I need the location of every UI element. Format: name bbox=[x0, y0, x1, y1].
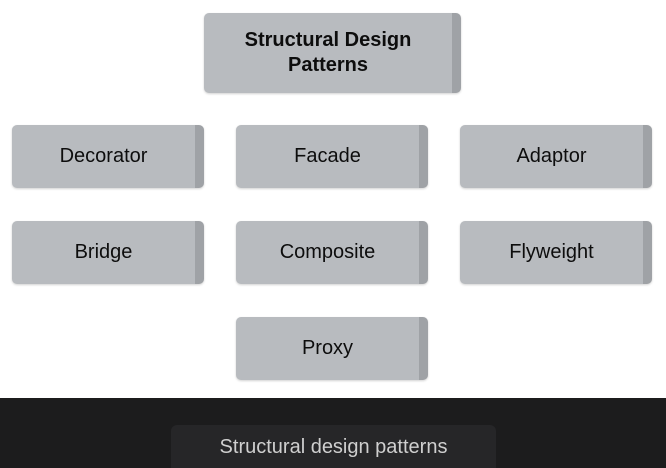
root-node-structural-design-patterns: Structural Design Patterns bbox=[204, 13, 461, 93]
image-caption: Structural design patterns bbox=[171, 425, 496, 468]
node-decorator: Decorator bbox=[12, 125, 204, 188]
node-facade: Facade bbox=[236, 125, 428, 188]
diagram-canvas: Structural Design Patterns Decorator Fac… bbox=[12, 13, 652, 380]
node-flyweight: Flyweight bbox=[460, 221, 652, 284]
node-proxy: Proxy bbox=[236, 317, 428, 380]
node-adaptor: Adaptor bbox=[460, 125, 652, 188]
node-bridge: Bridge bbox=[12, 221, 204, 284]
caption-bar: Structural design patterns bbox=[0, 398, 666, 468]
node-composite: Composite bbox=[236, 221, 428, 284]
